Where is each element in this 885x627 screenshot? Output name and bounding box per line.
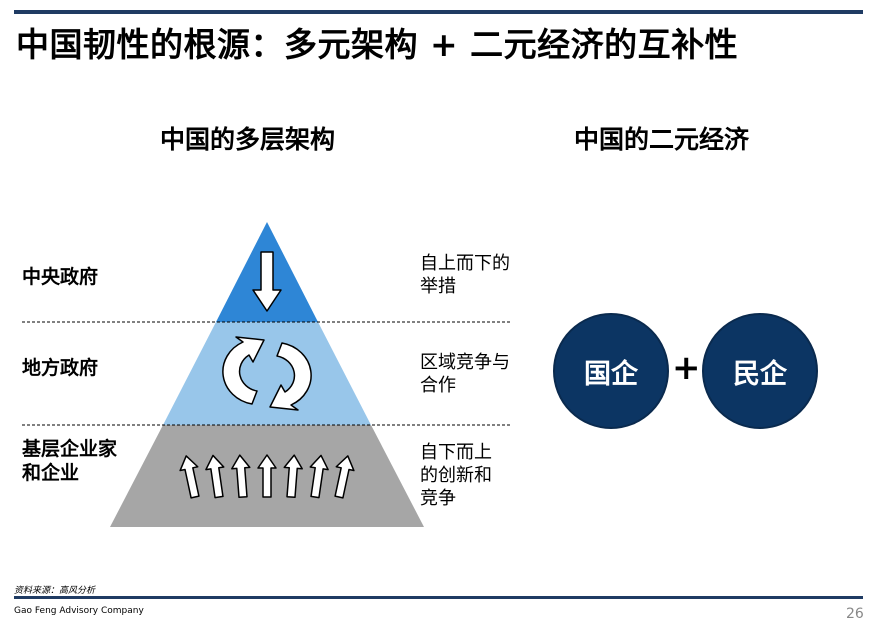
right-section-title: 中国的二元经济 <box>574 125 750 154</box>
pyramid-tier-middle <box>163 322 371 425</box>
circle-private: 民企 <box>702 313 818 429</box>
level-desc-grassroots: 自下而上 的创新和 竞争 <box>420 441 492 510</box>
up-arrow <box>334 455 355 499</box>
level-desc-local-line1: 区域竞争与 <box>420 352 510 373</box>
up-arrow <box>257 454 277 498</box>
level-label-grassroots-line2: 和企业 <box>22 462 80 484</box>
level-label-central: 中央政府 <box>22 266 99 288</box>
top-rule <box>14 10 863 14</box>
level-desc-central-line2: 举措 <box>420 276 456 297</box>
level-desc-local: 区域竞争与 合作 <box>420 351 510 397</box>
level-desc-central: 自上而下的 举措 <box>420 252 510 298</box>
level-desc-central-line1: 自上而下的 <box>420 253 510 274</box>
company-name: Gao Feng Advisory Company <box>14 606 144 616</box>
level-desc-local-line2: 合作 <box>420 375 456 396</box>
level-desc-grassroots-line1: 自下而上 <box>420 442 492 463</box>
cycle-arrows-icon <box>222 336 312 411</box>
up-arrow <box>231 454 251 499</box>
plus-sign: + <box>672 348 701 388</box>
level-label-grassroots-line1: 基层企业家 <box>22 438 118 460</box>
up-arrow <box>179 455 200 499</box>
up-arrow <box>283 454 303 499</box>
circle-soe: 国企 <box>553 313 669 429</box>
source-note: 资料来源：高风分析 <box>14 586 96 596</box>
level-desc-grassroots-line2: 的创新和 <box>420 465 492 486</box>
up-arrow <box>309 454 329 499</box>
level-label-grassroots: 基层企业家 和企业 <box>22 437 117 485</box>
level-label-local: 地方政府 <box>22 357 99 379</box>
left-section-title: 中国的多层架构 <box>160 125 336 154</box>
page-title: 中国韧性的根源：多元架构 + 二元经济的互补性 <box>16 25 739 64</box>
up-arrow <box>205 454 225 499</box>
up-arrows-icon <box>179 454 355 499</box>
down-arrow-icon <box>252 251 282 312</box>
level-desc-grassroots-line3: 竞争 <box>420 488 456 509</box>
bottom-rule <box>14 596 863 599</box>
page-number: 26 <box>846 606 864 622</box>
